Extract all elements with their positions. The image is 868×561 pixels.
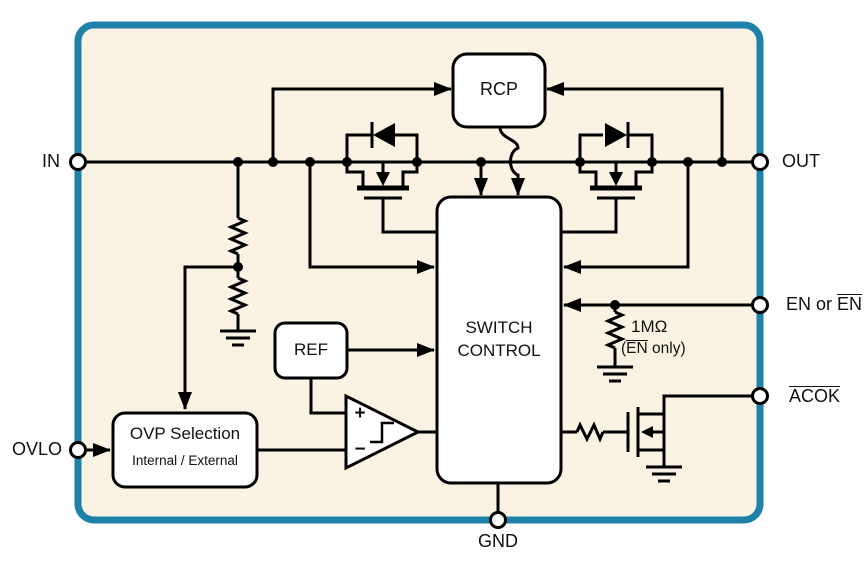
comparator bbox=[344, 393, 422, 471]
ref-and-comparator-wires bbox=[86, 343, 437, 457]
acok-fet bbox=[626, 394, 752, 483]
rcp-label: RCP bbox=[479, 79, 518, 99]
terminal-ovlo bbox=[69, 441, 87, 459]
note-open: ( bbox=[621, 340, 627, 357]
sense-and-gate-wires bbox=[308, 162, 690, 274]
pass-fet-right bbox=[578, 122, 654, 200]
hysteresis-icon bbox=[370, 421, 394, 444]
comparator-plus: + bbox=[354, 403, 366, 424]
pin-label-in: IN bbox=[42, 151, 60, 171]
ref-label: REF bbox=[294, 340, 328, 359]
terminal-out bbox=[751, 153, 769, 171]
terminal-gnd bbox=[489, 511, 507, 529]
terminal-en bbox=[751, 296, 769, 314]
en-prefix: EN or bbox=[786, 294, 838, 314]
pin-label-en: EN or EN bbox=[786, 294, 863, 315]
switch-line2: CONTROL bbox=[457, 340, 541, 360]
ovp-subtitle: Internal / External bbox=[132, 453, 238, 468]
acok-bar: ACOK bbox=[789, 386, 841, 406]
pullup-note-label: (EN only) bbox=[621, 340, 686, 358]
ovp-selection-block bbox=[111, 411, 259, 489]
ground-icon bbox=[646, 465, 682, 483]
note-en-bar: EN bbox=[626, 340, 648, 357]
acok-driver bbox=[561, 394, 752, 483]
switch-line1: SWITCH bbox=[465, 318, 533, 337]
note-close: only) bbox=[647, 340, 686, 357]
pin-label-out: OUT bbox=[782, 151, 820, 171]
reverse-current-hop bbox=[498, 126, 525, 196]
switch-control-block bbox=[435, 195, 563, 485]
terminal-acok bbox=[751, 387, 769, 405]
ovp-title: OVP Selection bbox=[129, 424, 241, 443]
ground-icon bbox=[597, 365, 633, 383]
pin-label-acok: ACOK bbox=[789, 386, 841, 407]
pin-label-ovlo: OVLO bbox=[11, 439, 62, 459]
en-bar: EN bbox=[837, 294, 863, 314]
terminal-in bbox=[69, 153, 87, 171]
rcp-block bbox=[451, 52, 547, 129]
ground-icon bbox=[220, 329, 256, 347]
pin-terminals bbox=[69, 153, 769, 529]
body-diode-left bbox=[345, 122, 419, 162]
junction-dots bbox=[233, 157, 727, 310]
pullup-value-label: 1MΩ bbox=[631, 317, 668, 336]
ref-block bbox=[273, 321, 349, 380]
ovp-feed-wire bbox=[178, 265, 238, 410]
rcp-sense-wires bbox=[271, 82, 724, 196]
pin-label-gnd: GND bbox=[478, 531, 518, 551]
switch-control-label: SWITCH CONTROL bbox=[437, 318, 561, 360]
comparator-minus: − bbox=[354, 439, 366, 460]
body-diode-right bbox=[578, 122, 654, 162]
